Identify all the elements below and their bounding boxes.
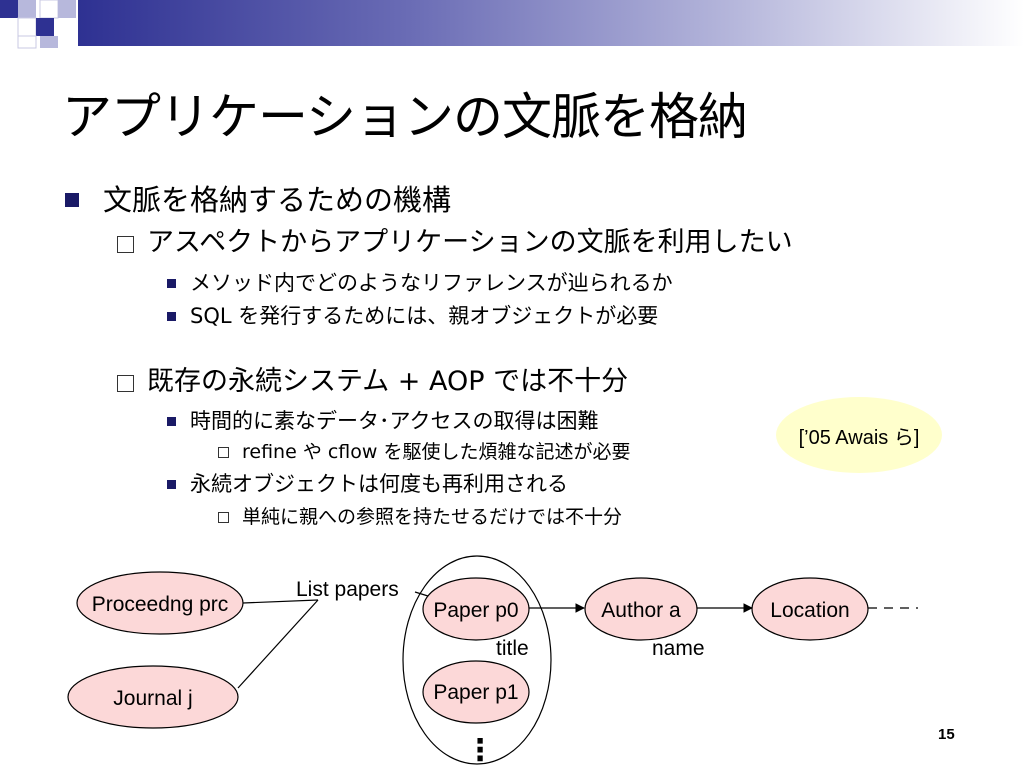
bullet-hollow-marker (117, 236, 134, 253)
bullet-hollow-marker (218, 512, 229, 523)
bullet-square-marker (65, 193, 79, 207)
edge-proceeding-list (242, 599, 319, 604)
edge-list-papers (414, 591, 429, 597)
node-proceeding-label: Proceedng prc (92, 593, 229, 616)
citation-text: [’05 Awais ら] (798, 426, 920, 449)
object-diagram: Proceedng prc Journal j Paper p0 Paper p… (67, 555, 918, 768)
slide-title: アプリケーションの文脈を格納 (62, 88, 748, 146)
node-author-label: Author a (601, 599, 681, 622)
bullet-level-2: アスペクトからアプリケーションの文脈を利用したい (147, 227, 793, 258)
bullet-square-marker (167, 480, 176, 489)
edge-label-title: title (496, 637, 529, 660)
node-author (584, 577, 698, 641)
bullet-level-4: refine や cflow を駆使した煩雑な記述が必要 (242, 441, 631, 463)
bullet-level-3: SQL を発行するためには、親オブジェクトが必要 (190, 304, 659, 328)
node-paper-p0-label: Paper p0 (433, 599, 518, 622)
bullet-square-marker (167, 417, 176, 426)
bullet-level-3: 永続オブジェクトは何度も再利用される (190, 472, 568, 496)
bullet-square-marker (167, 312, 176, 321)
page-number: 15 (938, 726, 955, 743)
citation-callout: [’05 Awais ら] (776, 397, 942, 473)
node-paper-p0 (422, 577, 530, 641)
paper-group-ellipse (402, 555, 552, 765)
bullet-level-1: 文脈を格納するための機構 (103, 183, 452, 217)
corner-decoration (0, 0, 76, 49)
bullet-level-2: 既存の永続システム + AOP では不十分 (147, 366, 629, 397)
bullet-level-4: 単純に親への参照を持たせるだけでは不十分 (242, 506, 623, 528)
bullet-level-3: 時間的に素なデータ･アクセスの取得は困難 (190, 409, 599, 433)
node-location-label: Location (770, 599, 849, 622)
node-paper-p1 (422, 660, 530, 724)
node-journal (67, 665, 239, 729)
node-paper-p1-label: Paper p1 (433, 681, 518, 704)
node-journal-label: Journal j (113, 687, 192, 710)
ellipsis-more-papers: ⋮ (465, 733, 495, 768)
bullet-level-3: メソッド内でどのようなリファレンスが辿られるか (190, 271, 673, 295)
bullet-square-marker (167, 279, 176, 288)
node-proceeding (76, 571, 244, 635)
bullet-hollow-marker (117, 375, 134, 392)
node-location (751, 577, 869, 641)
bullet-hollow-marker (218, 447, 229, 458)
edge-label-list-papers: List papers (296, 578, 399, 601)
edge-journal-list (237, 599, 319, 689)
header-bar (78, 0, 1024, 46)
edge-label-name: name (652, 637, 705, 660)
